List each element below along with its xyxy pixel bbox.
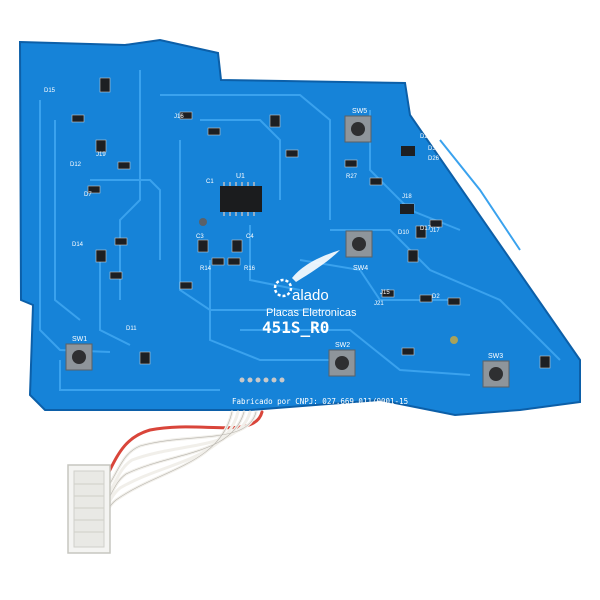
label-j16: J16 bbox=[174, 114, 184, 120]
label-j15: J15 bbox=[380, 290, 390, 296]
test-pad bbox=[199, 218, 207, 226]
switch-sw2: SW2 bbox=[328, 342, 356, 377]
label-d26: D26 bbox=[428, 156, 440, 162]
label-j18: J18 bbox=[402, 194, 412, 200]
fabricado-text: Fabricado por CNPJ: 027.669.011/0001-15 bbox=[232, 397, 408, 406]
sw1-label: SW1 bbox=[72, 336, 87, 343]
silk-labels: C1 C3 C4 R14 R16 J15 J16 J17 J18 J19 J21… bbox=[44, 88, 440, 332]
label-r27: R27 bbox=[346, 174, 358, 180]
label-j17: J17 bbox=[430, 228, 440, 234]
label-c4: C4 bbox=[246, 234, 254, 240]
label-d7: D7 bbox=[84, 192, 92, 198]
label-d3: D3 bbox=[428, 146, 436, 152]
label-r14: R14 bbox=[200, 266, 212, 272]
label-c3: C3 bbox=[196, 234, 204, 240]
label-c1: C1 bbox=[206, 179, 214, 185]
sw3-label: SW3 bbox=[488, 353, 503, 360]
sw5-label: SW5 bbox=[352, 108, 367, 115]
switch-sw1: SW1 bbox=[65, 336, 93, 371]
switch-sw3: SW3 bbox=[482, 353, 510, 388]
connector-pads bbox=[239, 377, 285, 383]
label-d17: D17 bbox=[420, 226, 432, 232]
label-d2: D2 bbox=[432, 294, 440, 300]
switch-sw4: SW4 bbox=[345, 230, 373, 272]
company-text: Placas Eletronicas bbox=[266, 307, 357, 319]
label-j19: J19 bbox=[96, 152, 106, 158]
label-d25: D25 bbox=[420, 134, 432, 140]
pcb-board bbox=[18, 38, 581, 417]
label-d11: D11 bbox=[126, 326, 137, 332]
diode-parts bbox=[400, 146, 415, 214]
label-j21: J21 bbox=[374, 301, 384, 307]
ic-u1: U1 bbox=[220, 173, 262, 216]
u1-label: U1 bbox=[236, 173, 245, 180]
model-text: 451S_R0 bbox=[262, 318, 329, 337]
sw4-label: SW4 bbox=[353, 265, 368, 272]
switch-sw5: SW5 bbox=[344, 108, 372, 143]
label-r16: R16 bbox=[244, 266, 256, 272]
sw2-label: SW2 bbox=[335, 342, 350, 349]
test-pad-2 bbox=[450, 336, 458, 344]
label-d15: D15 bbox=[44, 88, 56, 94]
label-d14: D14 bbox=[72, 242, 84, 248]
label-d12: D12 bbox=[70, 162, 82, 168]
brand-text: alado bbox=[292, 287, 329, 304]
label-d10: D10 bbox=[398, 230, 410, 236]
wire-connector bbox=[67, 464, 111, 554]
alado-logo: alado Placas Eletronicas 451S_R0 bbox=[262, 250, 357, 337]
